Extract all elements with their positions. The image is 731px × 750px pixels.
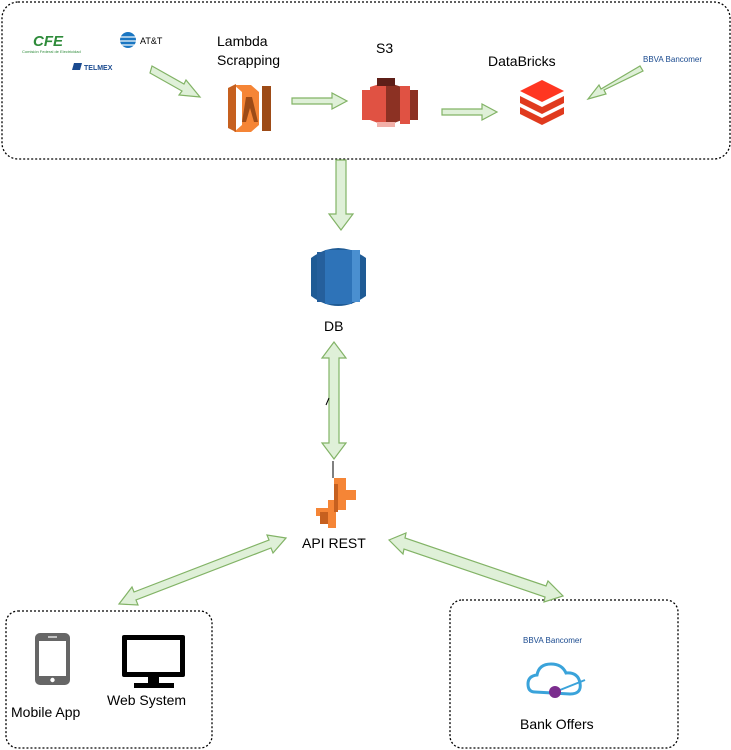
db-label: DB [324, 318, 343, 334]
api-label: API REST [302, 535, 366, 551]
arrow-s3-to-databricks [441, 103, 499, 121]
cfe-logo-subtext: Comisión Federal de Electricidad [22, 49, 81, 54]
telmex-logo: TELMEX [72, 63, 113, 72]
databricks-icon [520, 80, 564, 125]
cfe-logo: CFE Comisión Federal de Electricidad [22, 33, 81, 54]
att-logo-text: AT&T [140, 36, 163, 46]
connector-tick [325, 397, 330, 406]
web-label: Web System [107, 692, 186, 708]
bbva-bottom-text: BBVA Bancomer [523, 636, 582, 645]
lambda-label-line2: Scrapping [217, 52, 280, 68]
mobile-phone-icon [35, 633, 70, 685]
arrow-pipeline-to-db [327, 159, 355, 231]
cloud-service-icon [526, 662, 586, 698]
arrow-bbva-to-databricks [586, 65, 644, 101]
mobile-label: Mobile App [11, 704, 80, 720]
s3-label: S3 [376, 40, 393, 56]
bank-container [449, 599, 679, 749]
cfe-logo-text: CFE [33, 33, 64, 50]
lambda-icon [228, 84, 271, 132]
arrow-api-clients [117, 534, 288, 606]
bbva-logo-top: BBVA Bancomer [643, 55, 702, 64]
clients-container [5, 610, 213, 749]
arrow-lambda-to-s3 [291, 92, 349, 110]
s3-icon [362, 78, 418, 127]
telmex-mark-icon [72, 63, 82, 70]
att-logo: AT&T [120, 32, 163, 48]
api-gateway-icon [316, 478, 356, 528]
arrow-api-bank [387, 532, 565, 603]
ingestion-container [1, 1, 731, 160]
bank-offers-label: Bank Offers [520, 716, 594, 732]
monitor-icon [122, 635, 185, 688]
arrow-logos-to-lambda [149, 65, 202, 98]
att-globe-icon [120, 32, 136, 48]
arrow-db-api [320, 341, 348, 460]
telmex-logo-text: TELMEX [84, 65, 113, 72]
lambda-label-line1: Lambda [217, 33, 268, 49]
databricks-label: DataBricks [488, 53, 556, 69]
bbva-top-text: BBVA Bancomer [643, 55, 702, 64]
database-icon [311, 248, 366, 306]
